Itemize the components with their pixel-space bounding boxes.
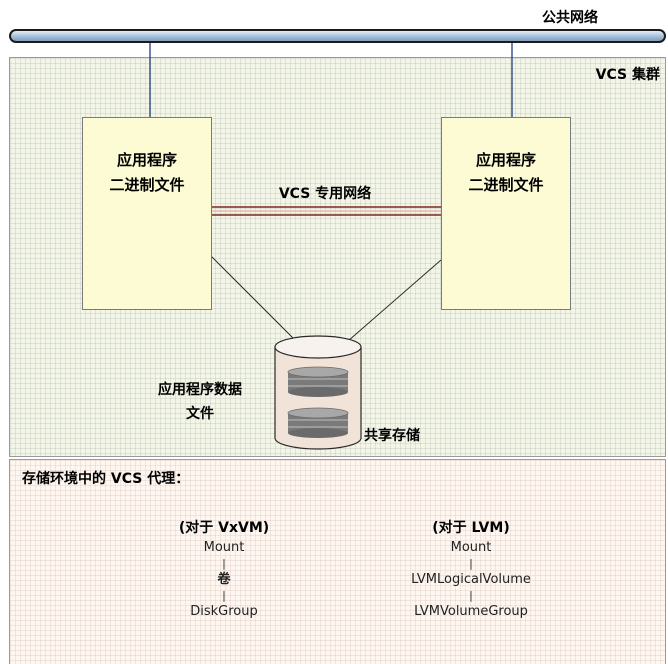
node-right: 应用程序 二进制文件 <box>441 117 571 310</box>
disk-icon <box>287 366 349 397</box>
lvm-connector: | <box>469 557 473 570</box>
node-left-line1: 应用程序 <box>116 151 177 169</box>
data-files-line1: 应用程序数据 <box>158 382 242 398</box>
lvm-connector: | <box>469 589 473 602</box>
public-network-label: 公共网络 <box>542 10 598 26</box>
lvm-item-logical-volume: LVMLogicalVolume <box>411 572 531 587</box>
agents-title: 存储环境中的 VCS 代理： <box>22 471 190 487</box>
lvm-title: (对于 LVM) <box>432 520 510 536</box>
vxvm-item-diskgroup: DiskGroup <box>190 604 258 619</box>
vxvm-item-volume: 卷 <box>217 572 231 587</box>
agents-region <box>9 459 666 664</box>
data-files-label: 应用程序数据 文件 <box>130 378 270 426</box>
private-network-link <box>210 206 441 216</box>
cluster-label: VCS 集群 <box>595 67 660 83</box>
node-right-line1: 应用程序 <box>475 151 536 169</box>
storage-link-right <box>347 259 442 342</box>
vxvm-connector: | <box>222 589 226 602</box>
vxvm-connector: | <box>222 557 226 570</box>
private-network-label: VCS 专用网络 <box>278 186 372 202</box>
node-right-line2: 二进制文件 <box>468 176 544 194</box>
lvm-item-mount: Mount <box>450 540 492 555</box>
disk-icon <box>287 407 349 438</box>
shared-storage-label: 共享存储 <box>364 428 420 444</box>
lvm-agent-stack: (对于 LVM) Mount | LVMLogicalVolume | LVMV… <box>386 518 556 622</box>
lvm-item-volume-group: LVMVolumeGroup <box>414 604 528 619</box>
vxvm-item-mount: Mount <box>203 540 245 555</box>
data-files-line2: 文件 <box>186 406 214 422</box>
public-network-bar <box>9 29 666 43</box>
vxvm-agent-stack: (对于 VxVM) Mount | 卷 | DiskGroup <box>159 518 289 622</box>
node-left-line2: 二进制文件 <box>109 176 185 194</box>
node-left: 应用程序 二进制文件 <box>82 117 212 310</box>
storage-link-left <box>209 254 297 342</box>
vxvm-title: (对于 VxVM) <box>178 520 270 536</box>
